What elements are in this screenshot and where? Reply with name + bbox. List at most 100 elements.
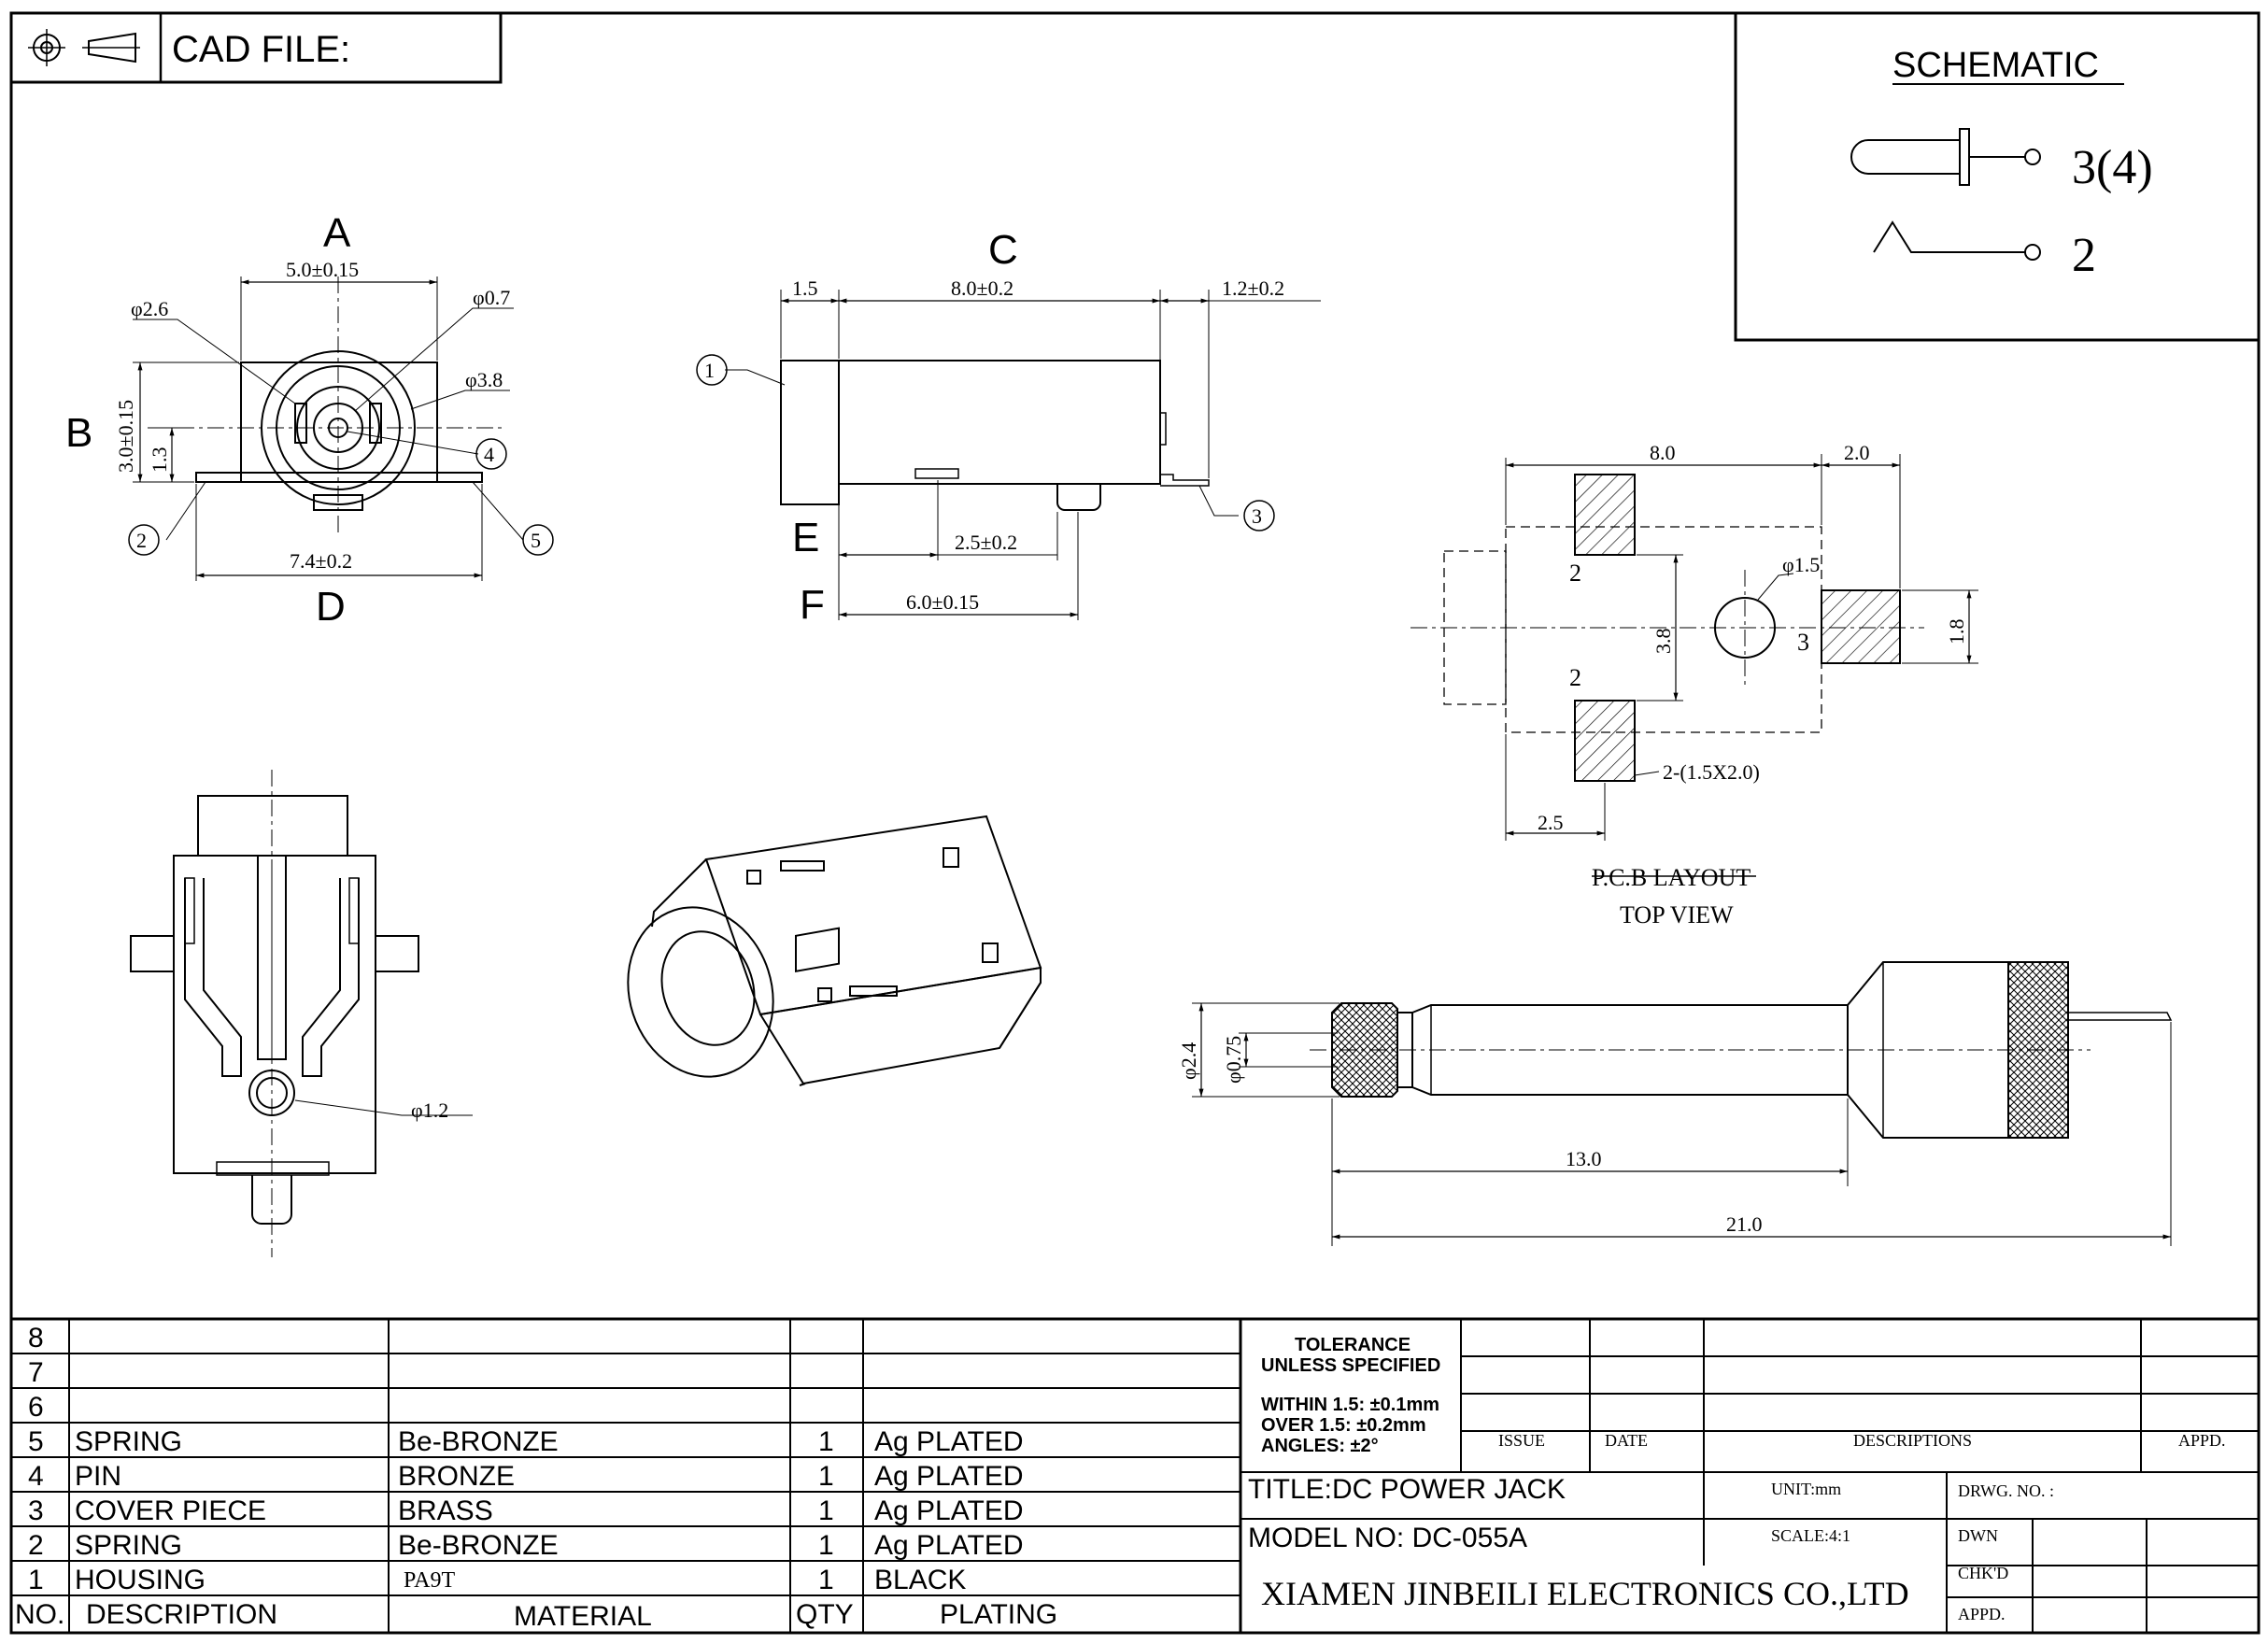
pcb-pin-label-3: 3 <box>1797 629 1809 656</box>
label-e: E <box>792 515 819 560</box>
bom-no: 4 <box>28 1461 44 1492</box>
dim-side-f: 6.0±0.15 <box>906 590 979 614</box>
bom-description: COVER PIECE <box>75 1495 266 1526</box>
title-block-dwn: DWN <box>1958 1526 1998 1545</box>
sheet-border <box>9 11 2261 1635</box>
bottom-view <box>130 770 473 1257</box>
bom-material: BRASS <box>398 1495 493 1526</box>
bom-no: 5 <box>28 1426 44 1457</box>
pcb-layout-subtitle: TOP VIEW <box>1620 901 1734 928</box>
dia-pin-callout: φ0.7 <box>473 286 510 309</box>
bom-qty: 1 <box>818 1461 834 1492</box>
cad-header: CAD FILE: <box>9 11 503 84</box>
dim-side-front: 1.5 <box>792 276 818 300</box>
pcb-dim-hole: φ1.5 <box>1782 553 1820 576</box>
schematic-box: SCHEMATIC 3(4) 2 <box>1734 13 2259 342</box>
bom-material: PA9T <box>404 1568 455 1593</box>
cad-file-label: CAD FILE: <box>172 29 350 70</box>
callout-2: 2 <box>136 529 147 552</box>
tolerance-line5: ANGLES: ±2° <box>1261 1436 1379 1456</box>
callout-4: 4 <box>484 443 494 466</box>
bom-row: 1 HOUSING PA9T 1 BLACK <box>28 1565 966 1595</box>
plug-dim-outer: φ2.4 <box>1177 1042 1200 1080</box>
dim-side-e: 2.5±0.2 <box>955 531 1017 554</box>
label-a: A <box>323 210 351 256</box>
bom-no: 2 <box>28 1530 44 1561</box>
bom-row-7-no: 7 <box>28 1357 44 1388</box>
bom-material: Be-BRONZE <box>398 1426 559 1457</box>
bom-qty: 1 <box>818 1495 834 1526</box>
bom-plating: Ag PLATED <box>874 1530 1024 1561</box>
bom-description: HOUSING <box>75 1565 206 1595</box>
dim-front-center: 1.3 <box>148 447 171 474</box>
bottom-dim-hole: φ1.2 <box>411 1098 448 1122</box>
pcb-dim-width: 8.0 <box>1650 441 1676 464</box>
title-block-chkd: CHK'D <box>1958 1564 2008 1582</box>
bom-plating: Ag PLATED <box>874 1426 1024 1457</box>
label-d: D <box>316 584 346 630</box>
callout-5: 5 <box>531 529 541 552</box>
bom-header-qty: QTY <box>796 1599 854 1630</box>
bom-header-description: DESCRIPTION <box>86 1599 277 1630</box>
bom-row-6-no: 6 <box>28 1392 44 1423</box>
bom-header-no: NO. <box>15 1599 64 1630</box>
bom-table <box>11 1317 2259 1633</box>
tolerance-line3: WITHIN 1.5: ±0.1mm <box>1261 1395 1439 1415</box>
schematic-pin-bottom: 2 <box>2072 229 2096 282</box>
schematic-pin-top: 3(4) <box>2072 141 2153 194</box>
pcb-pin-label-2b: 2 <box>1569 664 1581 691</box>
label-b: B <box>65 410 92 456</box>
pcb-dim-right: 2.0 <box>1844 441 1870 464</box>
callout-3: 3 <box>1252 504 1262 528</box>
title-block-drwg-no: DRWG. NO. : <box>1958 1481 2054 1500</box>
schematic-title: SCHEMATIC <box>1892 46 2099 85</box>
dim-side-body: 8.0±0.2 <box>951 276 1014 300</box>
dia-outer-callout: φ2.6 <box>131 297 168 320</box>
bom-no: 3 <box>28 1495 44 1526</box>
pcb-pin-label-2a: 2 <box>1569 560 1581 587</box>
plug-dim-inner: φ0.75 <box>1222 1036 1245 1084</box>
pcb-layout-view <box>1410 454 1978 877</box>
bom-qty: 1 <box>818 1530 834 1561</box>
bom-row: 3 COVER PIECE BRASS 1 Ag PLATED <box>28 1495 1024 1526</box>
bom-plating: Ag PLATED <box>874 1461 1024 1492</box>
plug-dim-21: 21.0 <box>1726 1212 1763 1236</box>
bom-qty: 1 <box>818 1565 834 1595</box>
plug-symbol-icon <box>1850 128 2041 261</box>
isometric-view <box>627 815 1042 1086</box>
plug-view <box>1192 961 2173 1246</box>
bom-material: Be-BRONZE <box>398 1530 559 1561</box>
bom-description: SPRING <box>75 1426 182 1457</box>
bom-header-plating: PLATING <box>940 1599 1057 1630</box>
bom-plating: BLACK <box>874 1565 966 1595</box>
plug-dim-13: 13.0 <box>1566 1147 1602 1170</box>
revision-date: DATE <box>1605 1431 1648 1450</box>
dim-front-width: 5.0±0.15 <box>286 258 359 281</box>
bom-row: 5 SPRING Be-BRONZE 1 Ag PLATED <box>28 1426 1024 1457</box>
tolerance-line2: UNLESS SPECIFIED <box>1261 1355 1440 1376</box>
pcb-dim-left: 2.5 <box>1538 811 1564 834</box>
bom-row-8-no: 8 <box>28 1323 44 1353</box>
title-block-scale: SCALE:4:1 <box>1771 1526 1850 1545</box>
title-block-title: TITLE:DC POWER JACK <box>1248 1474 1566 1505</box>
title-block-appd: APPD. <box>1958 1605 2006 1623</box>
label-c: C <box>988 227 1018 273</box>
bom-description: PIN <box>75 1461 121 1492</box>
bom-qty: 1 <box>818 1426 834 1457</box>
label-f: F <box>800 582 825 628</box>
bom-header-row: NO. DESCRIPTION MATERIAL QTY PLATING <box>15 1599 1057 1632</box>
title-block-unit: UNIT:mm <box>1771 1480 1841 1498</box>
pcb-pad-note: 2-(1.5X2.0) <box>1663 760 1760 784</box>
revision-appd: APPD. <box>2178 1431 2226 1450</box>
dia-body-callout: φ3.8 <box>465 368 503 391</box>
bom-material: BRONZE <box>398 1461 515 1492</box>
dim-front-height: 3.0±0.15 <box>114 400 137 473</box>
bom-no: 1 <box>28 1565 44 1595</box>
pcb-dim-span: 3.8 <box>1651 629 1675 655</box>
dim-side-tail: 1.2±0.2 <box>1222 276 1284 300</box>
title-block-model: MODEL NO: DC-055A <box>1248 1523 1527 1553</box>
bom-description: SPRING <box>75 1530 182 1561</box>
revision-issue: ISSUE <box>1498 1431 1545 1450</box>
bom-row: 4 PIN BRONZE 1 Ag PLATED <box>28 1461 1024 1492</box>
